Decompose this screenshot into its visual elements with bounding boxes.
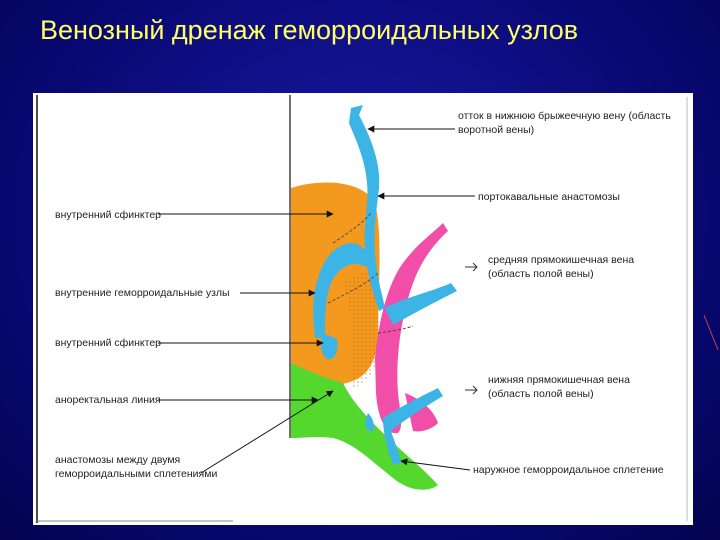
label-anorectal-line: аноректальная линия: [55, 394, 161, 406]
label-anastomoses-2: геморроидальными сплетениями: [55, 468, 217, 480]
label-lower-rectal-2: (область полой вены): [488, 388, 594, 400]
label-lower-rectal-1: нижняя прямокишечная вена: [488, 374, 630, 386]
label-inner-sphincter-mid: внутренний сфинктер: [55, 337, 161, 349]
external-node-blue: [365, 413, 374, 432]
label-anastomoses-1: анастомозы между двумя: [55, 454, 180, 466]
dashed-connection-3: [377, 325, 414, 334]
venous-drainage-diagram: внутренний сфинктер внутренние геморроид…: [36, 95, 688, 523]
decorative-diagonal: [703, 314, 719, 351]
diagram-frame: внутренний сфинктер внутренние геморроид…: [33, 93, 693, 525]
internal-node-blue: [320, 333, 338, 360]
sphincter-texture: [343, 268, 380, 388]
arrow-lower-rectal: [465, 385, 478, 395]
label-outflow-1: отток в нижнюю брыжеечную вену (область: [458, 110, 671, 122]
label-middle-rectal-1: средняя прямокишечная вена: [488, 254, 634, 266]
dashed-connection-1: [332, 212, 372, 244]
internal-plexus-vein: [313, 243, 372, 338]
label-middle-rectal-2: (область полой вены): [488, 268, 594, 280]
dashed-connection-2: [327, 272, 379, 304]
slide-title: Венозный дренаж геморроидальных узлов: [40, 15, 579, 45]
superior-rectal-vein: [349, 105, 385, 311]
middle-rectal-blue: [385, 283, 457, 325]
label-external-plexus: наружное геморроидальное сплетение: [473, 464, 664, 476]
arrow-external-plexus: [400, 458, 471, 471]
label-inner-nodes: внутренние геморроидальные узлы: [55, 287, 230, 299]
label-outflow-2: воротной вены): [458, 124, 534, 136]
lower-rectal-blue: [383, 388, 443, 465]
label-inner-sphincter-top: внутренний сфинктер: [55, 209, 161, 221]
arrow-middle-rectal: [465, 262, 478, 272]
middle-rectal-vein: [375, 223, 448, 434]
arrow-anastomoses: [200, 390, 334, 474]
label-portocaval: портокавальные анастомозы: [478, 191, 620, 203]
